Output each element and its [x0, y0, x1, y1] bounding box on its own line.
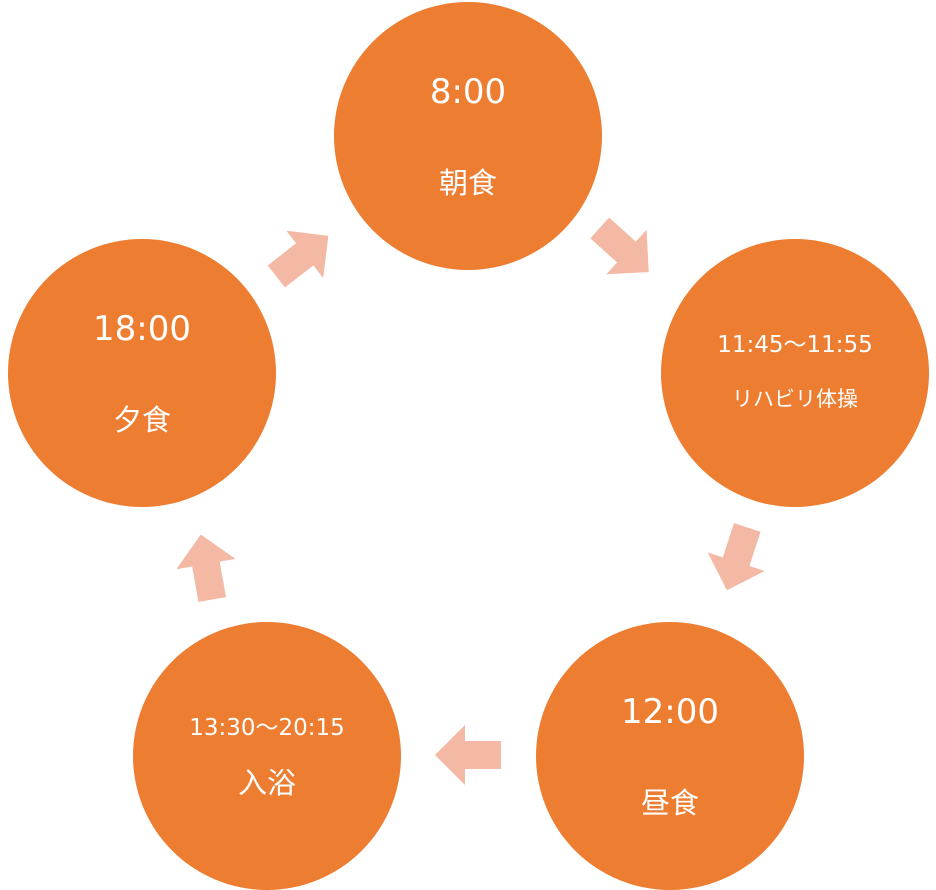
arrow-breakfast-to-rehab — [590, 217, 649, 275]
node-breakfast: 8:00 朝食 — [334, 2, 602, 270]
arrow-rehab-to-lunch — [707, 523, 765, 591]
node-label: 入浴 — [237, 766, 296, 800]
node-label: リハビリ体操 — [732, 387, 858, 411]
arrow-dinner-to-breakfast — [267, 230, 329, 288]
node-time: 8:00 — [429, 72, 507, 112]
node-time: 12:00 — [621, 692, 719, 732]
node-time: 13:30～20:15 — [189, 715, 345, 741]
node-time: 11:45～11:55 — [717, 332, 873, 358]
node-rehab-exercise: 11:45～11:55 リハビリ体操 — [661, 239, 929, 507]
node-dinner: 18:00 夕食 — [8, 239, 276, 507]
node-label: 朝食 — [438, 166, 497, 200]
arrow-bath-to-dinner — [176, 534, 236, 602]
node-lunch: 12:00 昼食 — [536, 622, 804, 890]
node-label: 夕食 — [112, 403, 171, 437]
node-label: 昼食 — [640, 786, 699, 820]
node-bath: 13:30～20:15 入浴 — [133, 622, 401, 890]
arrow-lunch-to-bath — [435, 725, 501, 785]
node-time: 18:00 — [93, 309, 191, 349]
